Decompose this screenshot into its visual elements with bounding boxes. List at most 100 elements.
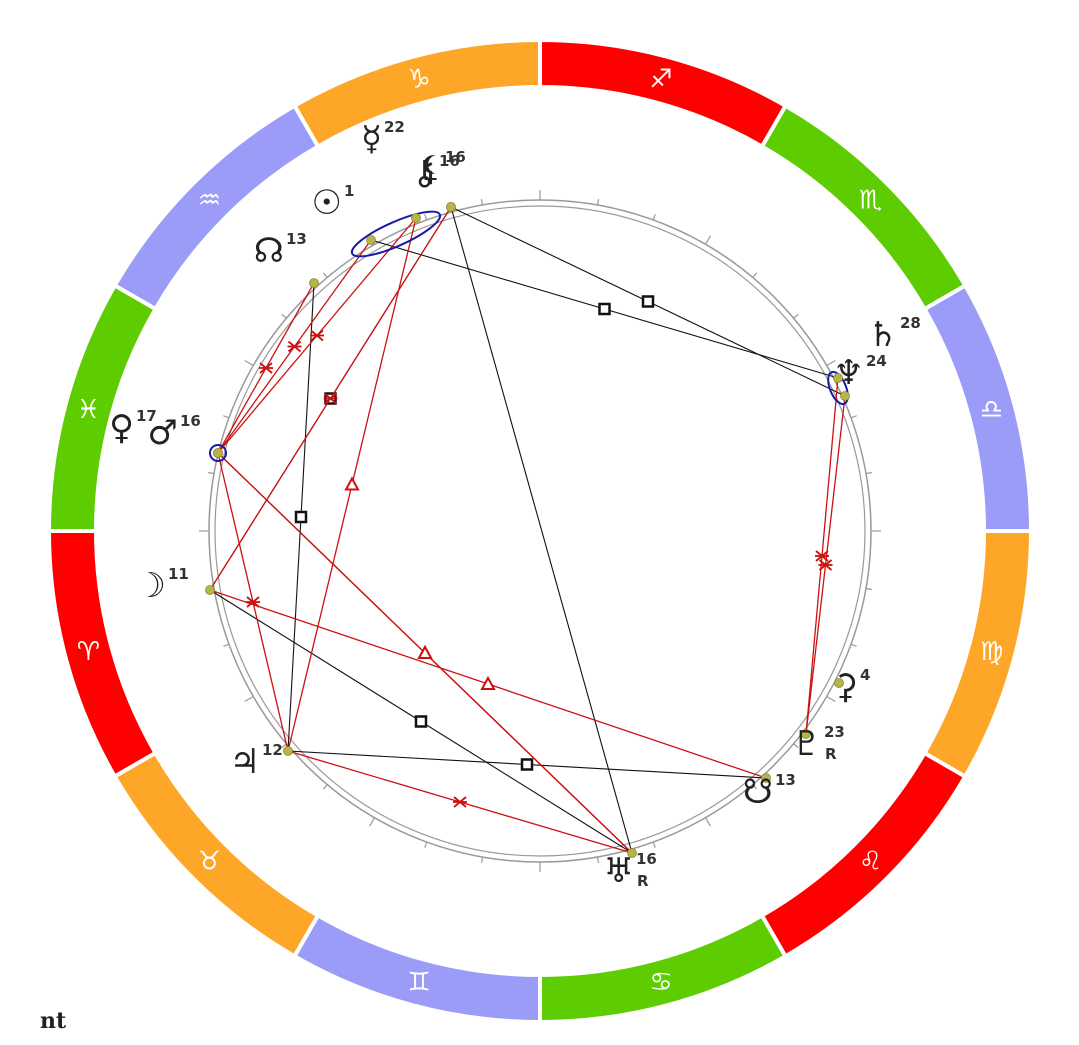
chiron-glyph-icon: ⚷ bbox=[412, 153, 437, 193]
degree-tick bbox=[865, 471, 872, 475]
degree-tick bbox=[368, 817, 376, 827]
zodiac-segment-pisces bbox=[46, 282, 159, 533]
zodiac-glyph-pisces: ♓ bbox=[77, 395, 100, 425]
degree-tick bbox=[244, 359, 254, 367]
venus-label: ♀17 bbox=[109, 407, 157, 448]
degree-wheel bbox=[199, 190, 881, 872]
mars-glyph-icon: ♂ bbox=[148, 413, 178, 453]
venus-degree: 17 bbox=[136, 407, 157, 425]
zodiac-glyph-sagittarius: ♐ bbox=[649, 64, 672, 94]
zodiac-glyph-leo: ♌ bbox=[859, 847, 882, 877]
aspect-square-symbol bbox=[414, 715, 428, 728]
zodiac-glyph-capricorn: ♑ bbox=[407, 64, 430, 94]
aspect-sextile-symbol bbox=[259, 362, 273, 374]
aspect-lines bbox=[209, 206, 846, 854]
mercury-label: ☿22 bbox=[361, 118, 405, 159]
south-node-label: ☋13 bbox=[743, 771, 796, 812]
aspect-line-chiron-uranus bbox=[450, 206, 633, 854]
aspect-sextile-symbol bbox=[246, 596, 260, 608]
uranus-position-dot bbox=[627, 848, 637, 858]
degree-tick bbox=[752, 272, 758, 278]
degree-tick bbox=[424, 214, 428, 221]
venus-glyph-icon: ♀ bbox=[109, 408, 134, 448]
pluto-glyph-icon: ♇ bbox=[792, 724, 822, 764]
moon-label: ☽11 bbox=[136, 565, 189, 606]
zodiac-segment-virgo bbox=[921, 529, 1034, 780]
degree-tick bbox=[826, 359, 836, 367]
aspect-sextile-symbol bbox=[310, 329, 324, 342]
aspect-trine-symbol bbox=[480, 675, 496, 690]
saturn-position-dot bbox=[840, 391, 850, 401]
chiron-label: ⚷16 bbox=[412, 152, 460, 193]
lilith-position-dot bbox=[446, 202, 456, 212]
conjunction-orb-sun-mercury bbox=[350, 210, 442, 258]
aspect-trine-symbol bbox=[417, 644, 433, 659]
jupiter-position-dot bbox=[283, 746, 293, 756]
degree-tick bbox=[244, 695, 254, 703]
degree-tick bbox=[424, 841, 428, 848]
degree-tick bbox=[322, 272, 328, 278]
chart-footer-label: nt bbox=[40, 1008, 67, 1034]
degree-tick bbox=[480, 199, 484, 206]
moon-degree: 11 bbox=[168, 565, 189, 583]
neptune-position-dot bbox=[833, 373, 843, 383]
zodiac-glyph-cancer: ♋ bbox=[649, 968, 672, 998]
aspect-square-symbol bbox=[598, 302, 611, 316]
zodiac-glyph-taurus: ♉ bbox=[198, 847, 221, 877]
north-node-degree: 13 bbox=[286, 230, 307, 248]
pluto-degree: 23 bbox=[824, 723, 845, 741]
aspect-square-symbol bbox=[520, 758, 534, 771]
mercury-position-dot bbox=[411, 213, 421, 223]
degree-tick bbox=[208, 471, 215, 475]
pluto-position-dot bbox=[801, 729, 811, 739]
aspect-square-symbol bbox=[294, 510, 308, 524]
degree-tick bbox=[850, 643, 857, 647]
ceres-degree: 4 bbox=[860, 666, 870, 684]
zodiac-glyph-libra: ♎ bbox=[980, 395, 1003, 425]
sun-glyph-icon: ☉ bbox=[312, 183, 342, 223]
saturn-glyph-icon: ♄ bbox=[868, 315, 898, 355]
ceres-glyph-icon: ⚳ bbox=[833, 667, 858, 707]
pluto-retrograde-marker: R bbox=[825, 745, 837, 763]
aspect-sextile-symbol bbox=[453, 796, 467, 808]
ceres-position-dot bbox=[834, 678, 844, 688]
neptune-degree: 24 bbox=[866, 352, 887, 370]
moon-position-dot bbox=[205, 585, 215, 595]
degree-tick bbox=[322, 784, 328, 790]
wheel-inner-circle bbox=[214, 205, 866, 857]
chiron-degree: 16 bbox=[439, 152, 460, 170]
saturn-degree: 28 bbox=[900, 314, 921, 332]
degree-tick bbox=[596, 856, 600, 863]
mars-degree: 16 bbox=[180, 412, 201, 430]
lilith-glyph-icon: ⚸ bbox=[418, 149, 443, 189]
zodiac-glyph-aquarius: ♒ bbox=[198, 185, 221, 215]
degree-tick bbox=[281, 313, 287, 319]
degree-tick bbox=[704, 235, 712, 245]
mars-label: ♂16 bbox=[148, 412, 201, 453]
degree-tick bbox=[223, 643, 230, 647]
north-node-glyph-icon: ☊ bbox=[254, 231, 284, 271]
uranus-label: ♅16R bbox=[604, 850, 657, 891]
degree-tick bbox=[652, 841, 656, 848]
aspect-sextile-symbol bbox=[818, 559, 833, 571]
aspect-sextile-symbol bbox=[287, 340, 302, 353]
neptune-glyph-icon: ♆ bbox=[834, 353, 864, 393]
mercury-degree: 22 bbox=[384, 118, 405, 136]
degree-tick bbox=[826, 695, 836, 703]
south-node-degree: 13 bbox=[775, 771, 796, 789]
mercury-glyph-icon: ☿ bbox=[361, 119, 382, 159]
aspect-sextile-symbol bbox=[323, 392, 338, 405]
ceres-label: ⚳4 bbox=[833, 666, 870, 707]
conjunction-orb-neptune-saturn bbox=[827, 370, 849, 406]
degree-tick bbox=[850, 415, 857, 419]
sun-position-dot bbox=[366, 235, 376, 245]
north-node-label: ☊13 bbox=[254, 230, 307, 271]
moon-glyph-icon: ☽ bbox=[136, 566, 166, 606]
conjunction-orb-venus-mars bbox=[209, 444, 227, 462]
degree-tick bbox=[596, 199, 600, 206]
zodiac-glyph-aries: ♈ bbox=[77, 637, 100, 667]
degree-tick bbox=[793, 743, 799, 749]
mars-position-dot bbox=[213, 448, 223, 458]
